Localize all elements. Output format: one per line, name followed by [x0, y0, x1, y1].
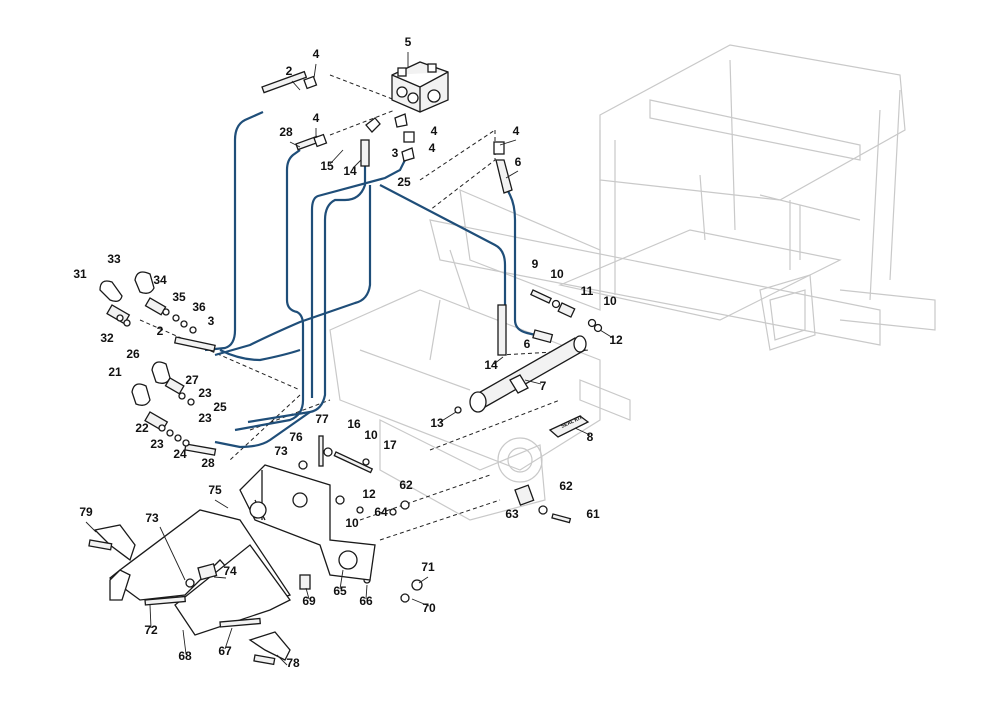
callout-12: 12	[609, 333, 623, 347]
callout-63: 63	[505, 507, 519, 521]
callout-9: 9	[532, 257, 539, 271]
callout-74: 74	[223, 564, 237, 578]
lynch-pins	[88, 524, 291, 666]
leader-lines	[85, 52, 614, 666]
callout-2: 2	[157, 324, 164, 338]
callout-6: 6	[515, 155, 522, 169]
callout-35: 35	[172, 290, 186, 304]
callout-5: 5	[405, 35, 412, 49]
callout-66: 66	[359, 594, 373, 608]
callout-3: 3	[392, 146, 399, 160]
callout-79: 79	[79, 505, 93, 519]
seal-kit-decal: SEAL KIT	[548, 415, 590, 438]
callout-78: 78	[286, 656, 300, 670]
callout-69: 69	[302, 594, 316, 608]
callout-72: 72	[144, 623, 158, 637]
callout-32: 32	[100, 331, 114, 345]
callout-11: 11	[581, 284, 594, 298]
support-arm	[108, 509, 292, 636]
callout-61: 61	[586, 507, 600, 521]
callout-34: 34	[153, 273, 167, 287]
callout-70: 70	[422, 601, 436, 615]
callout-16: 16	[347, 417, 361, 431]
callout-7: 7	[540, 379, 547, 393]
callout-73: 73	[274, 444, 288, 458]
callout-10: 10	[345, 516, 359, 530]
callout-10: 10	[550, 267, 564, 281]
callout-75: 75	[208, 483, 222, 497]
callout-23: 23	[150, 437, 164, 451]
callout-10: 10	[364, 428, 378, 442]
callout-28: 28	[201, 456, 215, 470]
callout-4: 4	[313, 111, 320, 125]
callout-68: 68	[178, 649, 192, 663]
callout-26: 26	[126, 347, 140, 361]
lift-cylinder	[454, 335, 587, 414]
callout-10: 10	[603, 294, 617, 308]
callout-76: 76	[289, 430, 303, 444]
callout-36: 36	[192, 300, 206, 314]
callout-64: 64	[374, 505, 388, 519]
ghost-frame	[329, 44, 936, 521]
callout-4: 4	[431, 124, 438, 138]
callout-62: 62	[559, 479, 573, 493]
callout-17: 17	[383, 438, 397, 452]
callout-23: 23	[198, 386, 212, 400]
hydraulic-hoses	[204, 110, 541, 449]
callout-73: 73	[145, 511, 159, 525]
pins-washers	[298, 289, 603, 603]
hitch-bracket	[239, 464, 376, 590]
callout-15: 15	[320, 159, 334, 173]
callout-13: 13	[430, 416, 444, 430]
callout-4: 4	[313, 47, 320, 61]
callout-28: 28	[279, 125, 293, 139]
callout-33: 33	[107, 252, 121, 266]
callout-23: 23	[198, 411, 212, 425]
callout-25: 25	[397, 175, 411, 189]
callout-14: 14	[484, 358, 498, 372]
callout-27: 27	[185, 373, 199, 387]
callout-3: 3	[208, 314, 215, 328]
callout-62: 62	[399, 478, 413, 492]
callout-6: 6	[524, 337, 531, 351]
callout-4: 4	[513, 124, 520, 138]
callout-24: 24	[173, 447, 187, 461]
dashed-guides	[139, 74, 591, 541]
callout-77: 77	[315, 412, 329, 426]
callout-31: 31	[73, 267, 87, 281]
callout-25: 25	[213, 400, 227, 414]
hose-fittings	[173, 70, 554, 456]
callout-4: 4	[429, 141, 436, 155]
callout-67: 67	[218, 644, 232, 658]
control-valve	[391, 61, 449, 113]
callout-8: 8	[587, 430, 594, 444]
callout-14: 14	[343, 164, 357, 178]
callout-65: 65	[333, 584, 347, 598]
callout-12: 12	[362, 487, 376, 501]
callout-22: 22	[135, 421, 149, 435]
callout-71: 71	[421, 560, 435, 574]
callout-2: 2	[286, 64, 293, 78]
callout-21: 21	[108, 365, 122, 379]
quick-couplers	[99, 271, 197, 447]
